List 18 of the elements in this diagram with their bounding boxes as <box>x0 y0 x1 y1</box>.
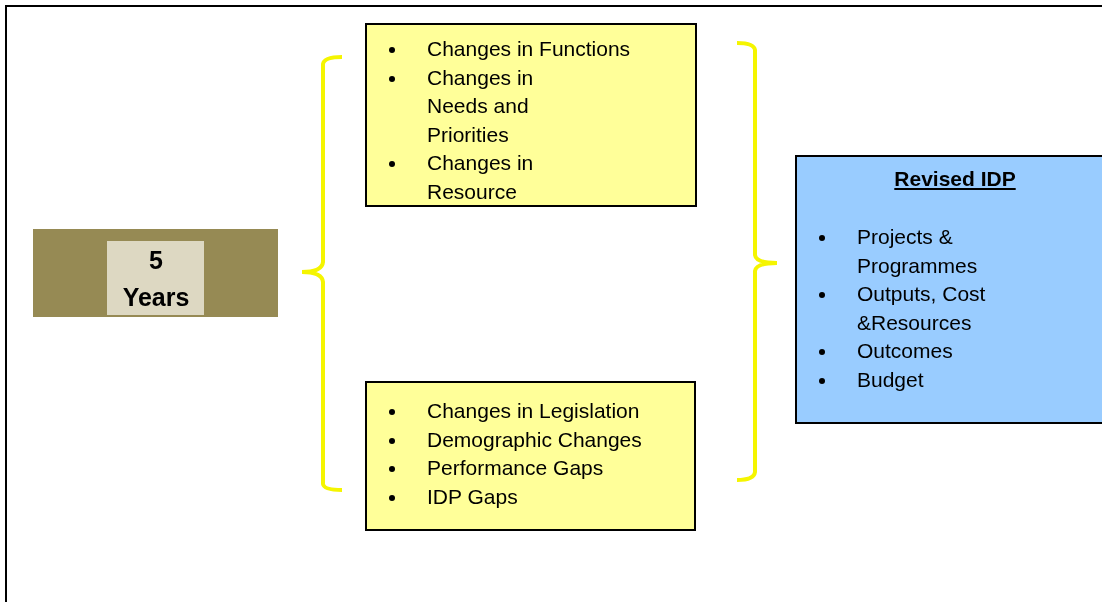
list-item: IDP Gaps <box>427 483 518 510</box>
factors-box <box>365 23 697 207</box>
factors-box <box>365 381 696 531</box>
list-item: Performance Gaps <box>427 455 604 481</box>
revised-idp-box <box>795 155 1102 424</box>
list-item: Changes in Needs and Priorities <box>427 64 535 148</box>
duration-label: 5 Years <box>121 245 191 313</box>
list-item: Changes in Legislation <box>427 398 640 424</box>
list-item: Outcomes <box>857 338 953 364</box>
list-item: Demographic Changes <box>427 426 642 453</box>
list-item: Outputs, Cost &Resources <box>857 281 987 336</box>
box-heading: Revised IDP <box>894 166 1016 192</box>
list-item: Budget <box>857 366 924 393</box>
list-item: Projects & Programmes <box>857 224 979 279</box>
years-box <box>107 241 204 315</box>
olive-band <box>33 229 278 317</box>
list-item: Changes in Functions <box>427 36 631 62</box>
list-item: Changes in Resource <box>427 150 535 205</box>
